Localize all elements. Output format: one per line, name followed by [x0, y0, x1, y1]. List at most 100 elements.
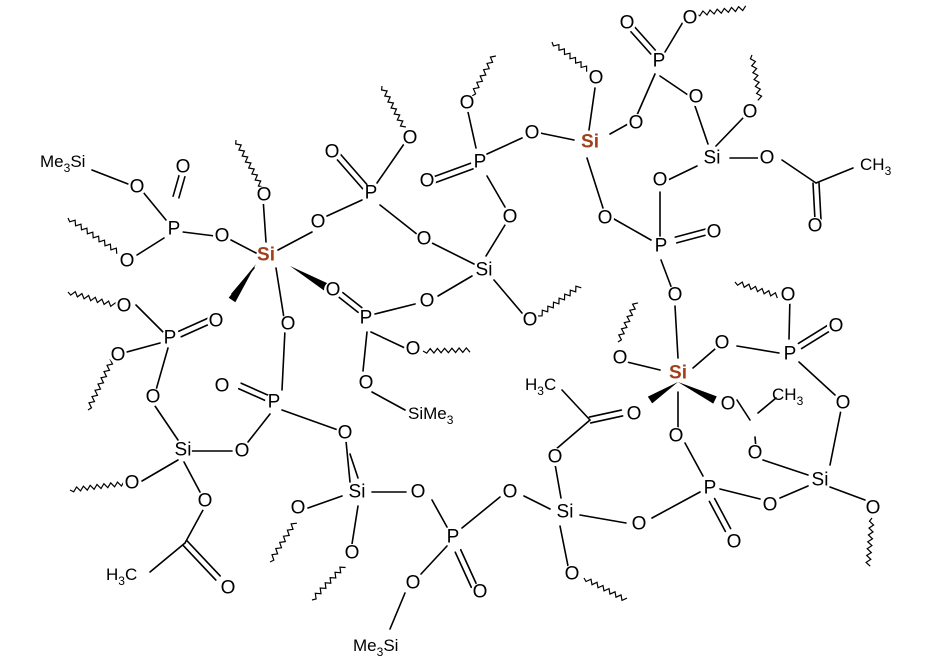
- single-bond: [651, 491, 701, 519]
- single-bond: [349, 453, 359, 479]
- oxygen-atom: O: [176, 157, 191, 178]
- atom-halo: [357, 374, 375, 392]
- single-bond: [485, 224, 506, 257]
- atom-halo: [758, 149, 776, 167]
- single-bond: [622, 360, 661, 371]
- single-bond: [281, 329, 286, 391]
- atom-halo: [418, 172, 436, 190]
- atom-halo: [123, 474, 141, 492]
- oxygen-atom: O: [548, 447, 563, 468]
- atom-halo: [115, 297, 133, 315]
- single-bond: [829, 409, 842, 466]
- oxygen-atom: O: [326, 280, 341, 301]
- atom-halo: [581, 133, 599, 151]
- single-bond: [757, 397, 777, 414]
- oxygen-atom: O: [460, 93, 475, 114]
- wavy-bond: [865, 517, 875, 567]
- wavy-bond: [695, 5, 747, 17]
- single-bond: [692, 348, 716, 369]
- atom-halo: [719, 395, 737, 413]
- bond-lines: [91, 21, 866, 630]
- silicon-atom: Si: [349, 482, 366, 503]
- atom-halo: [213, 377, 231, 395]
- oxygen-atom: O: [120, 251, 135, 272]
- atom-halo: [161, 329, 179, 347]
- single-bond: [136, 237, 165, 256]
- wavy-chain-ends: [67, 5, 875, 602]
- single-bond: [667, 165, 698, 181]
- single-bond: [275, 267, 285, 319]
- oxygen-atom: O: [808, 216, 823, 237]
- oxygen-atom: O: [235, 441, 250, 462]
- atom-halo: [401, 129, 419, 147]
- silicon-atom: Si: [669, 363, 687, 384]
- atom-halo: [324, 281, 342, 299]
- atom-halo: [651, 171, 669, 189]
- single-bond: [281, 409, 339, 431]
- double-bond: [589, 415, 624, 424]
- atom-halo: [652, 237, 670, 255]
- double-bond: [797, 324, 829, 345]
- oxygen-atom: O: [209, 311, 224, 332]
- methyl-group-right: CH3: [772, 385, 804, 408]
- single-bond: [719, 488, 761, 500]
- atom-halo: [343, 544, 361, 562]
- single-bond: [523, 495, 551, 510]
- oxygen-atom: O: [325, 142, 340, 163]
- single-bond: [579, 514, 627, 524]
- single-bond: [736, 345, 780, 354]
- atom-halo: [257, 246, 275, 264]
- double-bond: [338, 296, 359, 314]
- atom-halo: [563, 565, 581, 583]
- atom-halo: [523, 124, 541, 142]
- oxygen-atom: O: [525, 123, 540, 144]
- oxygen-atom: O: [715, 333, 730, 354]
- oxygen-atom: O: [727, 532, 742, 553]
- single-bond: [461, 496, 501, 529]
- wedge-bond: [290, 266, 329, 291]
- silicon-atom: Si: [704, 148, 721, 169]
- single-bond: [736, 399, 751, 421]
- single-bond: [609, 123, 629, 135]
- atom-halo: [409, 483, 427, 501]
- oxygen-atom: O: [613, 348, 628, 369]
- oxygen-atom: O: [215, 376, 230, 397]
- oxygen-atom: O: [669, 426, 684, 447]
- single-bond: [561, 389, 591, 421]
- double-bond: [182, 544, 217, 581]
- oxygen-atom: O: [117, 296, 132, 317]
- single-bond: [183, 461, 201, 493]
- single-bond: [659, 75, 689, 96]
- double-bond: [172, 174, 180, 197]
- double-bond: [429, 162, 472, 179]
- atom-halo: [404, 340, 422, 358]
- wavy-bond: [67, 217, 118, 254]
- single-bond: [674, 305, 679, 359]
- atom-halo: [834, 394, 852, 412]
- wedge-bond: [678, 382, 717, 404]
- single-bond: [815, 167, 854, 184]
- wavy-bond: [471, 55, 497, 97]
- single-bond: [126, 342, 161, 353]
- oxygen-atom: O: [146, 387, 161, 408]
- atom-halo: [357, 309, 375, 327]
- atom-halo: [128, 178, 146, 196]
- single-bond: [91, 169, 129, 185]
- single-bond: [684, 442, 704, 477]
- atom-halo: [144, 388, 162, 406]
- atom-halo: [630, 515, 648, 533]
- oxygen-atom: O: [406, 573, 421, 594]
- single-bond: [486, 175, 506, 208]
- atom-halo: [596, 209, 614, 227]
- oxygen-atom: O: [291, 498, 306, 519]
- atom-halo: [669, 364, 687, 382]
- single-bond: [135, 304, 164, 333]
- wedge-bonds: [228, 264, 717, 404]
- oxygen-atom: O: [523, 310, 538, 331]
- atom-halo: [174, 158, 192, 176]
- wavy-bond: [67, 290, 118, 309]
- atom-halo: [415, 230, 433, 248]
- oxygen-atom: O: [503, 482, 518, 503]
- single-bond: [182, 231, 216, 237]
